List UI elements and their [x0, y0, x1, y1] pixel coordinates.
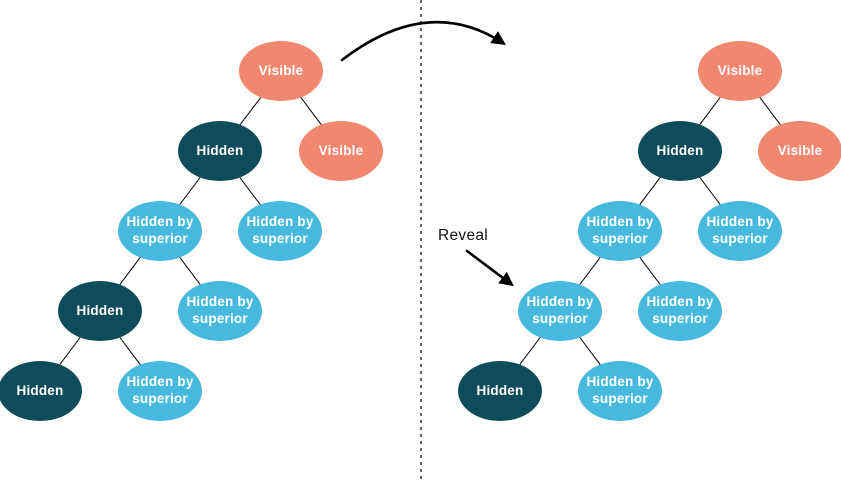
right-node-hbs-l4: Hidden by superior [638, 281, 722, 341]
right-node-root-visible: Visible [698, 41, 782, 101]
left-node-visible-l2: Visible [299, 121, 383, 181]
right-node-hidden-l5: Hidden [458, 361, 542, 421]
right-node-hbs-l3-right: Hidden by superior [698, 201, 782, 261]
right-node-hbs-l3-left: Hidden by superior [578, 201, 662, 261]
left-node-hidden-l2: Hidden [178, 121, 262, 181]
left-node-hbs-l3-right: Hidden by superior [238, 201, 322, 261]
right-node-hbs-l4-revealed: Hidden by superior [518, 281, 602, 341]
right-node-visible-l2: Visible [758, 121, 841, 181]
left-node-hbs-l5: Hidden by superior [118, 361, 202, 421]
left-node-hbs-l4: Hidden by superior [178, 281, 262, 341]
left-node-hidden-l4: Hidden [58, 281, 142, 341]
right-node-hidden-l2: Hidden [638, 121, 722, 181]
transition-arrow-icon [340, 20, 506, 62]
reveal-arrow-icon [465, 249, 514, 287]
reveal-annotation-label: Reveal [438, 227, 489, 244]
right-node-hbs-l5: Hidden by superior [578, 361, 662, 421]
left-node-root-visible: Visible [239, 41, 323, 101]
left-node-hidden-l5: Hidden [0, 361, 82, 421]
left-node-hbs-l3-left: Hidden by superior [118, 201, 202, 261]
